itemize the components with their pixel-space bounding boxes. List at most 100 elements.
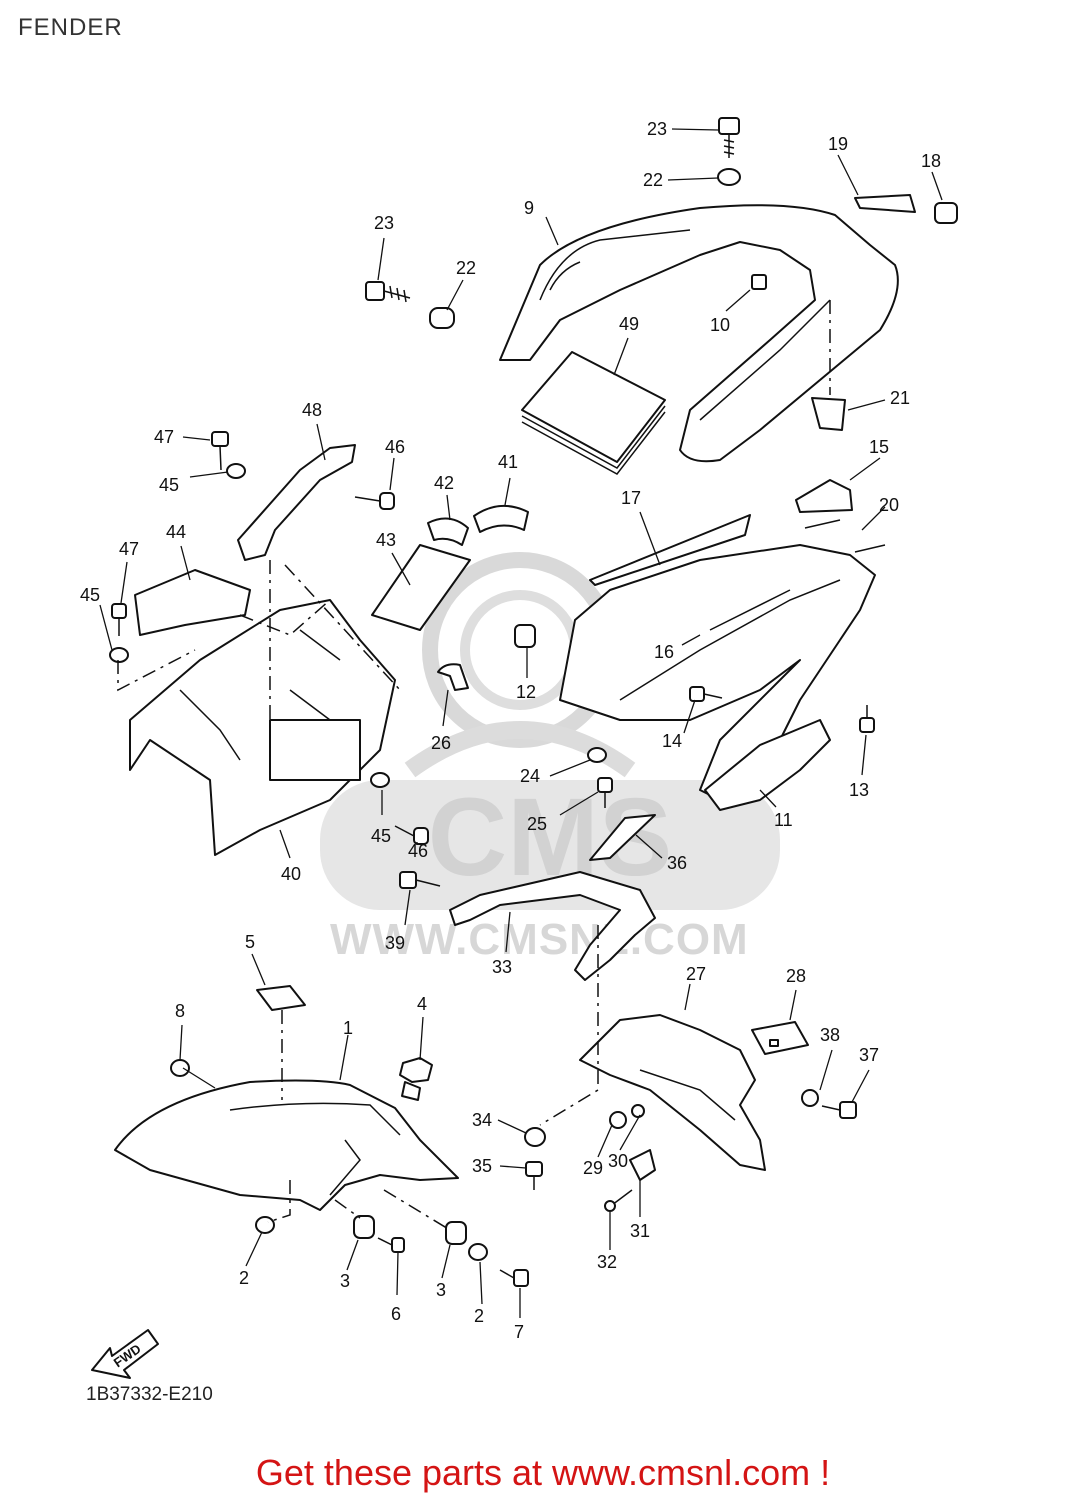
callout-5: 5 bbox=[245, 932, 255, 952]
tail-cover-part bbox=[559, 544, 876, 801]
screw-part bbox=[597, 777, 613, 808]
nut-part bbox=[751, 274, 767, 290]
callout-14: 14 bbox=[662, 731, 682, 751]
diagram-code: 1B37332-E210 bbox=[86, 1384, 213, 1405]
callout-3: 3 bbox=[340, 1271, 350, 1291]
bolt-part bbox=[769, 1039, 779, 1047]
callout-23: 23 bbox=[647, 119, 667, 139]
callout-10: 10 bbox=[710, 315, 730, 335]
callout-18: 18 bbox=[921, 151, 941, 171]
callout-24: 24 bbox=[520, 766, 540, 786]
side-cover-part bbox=[704, 719, 831, 811]
callout-49: 49 bbox=[619, 314, 639, 334]
clamp-part bbox=[629, 1149, 656, 1181]
bolt-part bbox=[111, 603, 127, 636]
collar-part bbox=[801, 1089, 819, 1107]
seal-part bbox=[804, 519, 886, 553]
band-part bbox=[437, 663, 469, 691]
stay-part bbox=[854, 194, 916, 213]
seal-part bbox=[256, 985, 306, 1011]
callout-45: 45 bbox=[371, 826, 391, 846]
nut-part bbox=[170, 1059, 190, 1077]
callout-22: 22 bbox=[456, 258, 476, 278]
callout-19: 19 bbox=[828, 134, 848, 154]
bracket-part bbox=[237, 444, 356, 561]
callout-40: 40 bbox=[281, 864, 301, 884]
grab-bar-part bbox=[499, 204, 899, 463]
callout-8: 8 bbox=[175, 1001, 185, 1021]
collar-part bbox=[255, 1216, 275, 1234]
bracket-part bbox=[449, 871, 656, 981]
band-part bbox=[473, 505, 529, 533]
callout-17: 17 bbox=[621, 488, 641, 508]
callout-6: 6 bbox=[391, 1304, 401, 1324]
callout-32: 32 bbox=[597, 1252, 617, 1272]
collar-part bbox=[429, 307, 455, 329]
callout-2: 2 bbox=[239, 1268, 249, 1288]
damper-part bbox=[514, 624, 536, 648]
collar-part bbox=[587, 747, 607, 763]
bolt-part bbox=[365, 281, 411, 303]
collar-part bbox=[226, 463, 246, 479]
collar-part bbox=[468, 1243, 488, 1261]
damper-part bbox=[811, 397, 846, 431]
screw-part bbox=[859, 705, 875, 733]
callout-48: 48 bbox=[302, 400, 322, 420]
screw-part bbox=[377, 1237, 405, 1253]
manual-part bbox=[521, 351, 666, 475]
callout-1: 1 bbox=[343, 1018, 353, 1038]
callout-33: 33 bbox=[492, 957, 512, 977]
callout-43: 43 bbox=[376, 530, 396, 550]
callout-45: 45 bbox=[80, 585, 100, 605]
callout-4: 4 bbox=[417, 994, 427, 1014]
bolt-part bbox=[399, 871, 441, 889]
callout-25: 25 bbox=[527, 814, 547, 834]
callout-46: 46 bbox=[385, 437, 405, 457]
callout-34: 34 bbox=[472, 1110, 492, 1130]
callout-46: 46 bbox=[408, 841, 428, 861]
callout-16: 16 bbox=[654, 642, 674, 662]
damper-part bbox=[934, 202, 958, 224]
callout-29: 29 bbox=[583, 1158, 603, 1178]
callout-42: 42 bbox=[434, 473, 454, 493]
damper-part bbox=[353, 1215, 375, 1239]
cover-part bbox=[589, 814, 656, 861]
bolt-part bbox=[499, 1269, 529, 1287]
callout-3: 3 bbox=[436, 1280, 446, 1300]
collar-part bbox=[524, 1127, 546, 1147]
rear-fender-inner-part bbox=[129, 599, 396, 856]
alignment-lines bbox=[117, 300, 831, 1231]
callout-11: 11 bbox=[774, 810, 793, 830]
seal-part bbox=[589, 514, 751, 586]
nut-part bbox=[609, 1111, 627, 1129]
rear-fender-part bbox=[579, 1014, 766, 1171]
callout-38: 38 bbox=[820, 1025, 840, 1045]
callout-36: 36 bbox=[667, 853, 687, 873]
screw-part bbox=[354, 492, 395, 510]
collar-part bbox=[370, 772, 390, 788]
callout-20: 20 bbox=[879, 495, 899, 515]
bolt-part bbox=[821, 1101, 857, 1119]
callout-27: 27 bbox=[686, 964, 706, 984]
front-fender-part bbox=[114, 1079, 459, 1211]
callout-44: 44 bbox=[166, 522, 186, 542]
collar-part bbox=[717, 168, 741, 186]
callout-7: 7 bbox=[514, 1322, 524, 1342]
callout-15: 15 bbox=[869, 437, 889, 457]
callout-2: 2 bbox=[474, 1306, 484, 1326]
collar-part bbox=[109, 647, 129, 663]
promo-link[interactable]: Get these parts at www.cmsnl.com ! bbox=[255, 1452, 831, 1493]
callout-45: 45 bbox=[159, 475, 179, 495]
seal-part bbox=[751, 1021, 809, 1055]
callout-23: 23 bbox=[374, 213, 394, 233]
bolt-part bbox=[718, 117, 740, 158]
callout-28: 28 bbox=[786, 966, 806, 986]
cover-part bbox=[371, 544, 471, 631]
damper-part bbox=[445, 1221, 467, 1245]
callout-13: 13 bbox=[849, 780, 869, 800]
callout-labels: 23 22 9 19 18 23 22 10 49 21 48 47 46 45… bbox=[80, 119, 941, 1342]
screw-part bbox=[394, 825, 429, 845]
cover-part bbox=[134, 569, 251, 636]
callout-31: 31 bbox=[630, 1221, 650, 1241]
